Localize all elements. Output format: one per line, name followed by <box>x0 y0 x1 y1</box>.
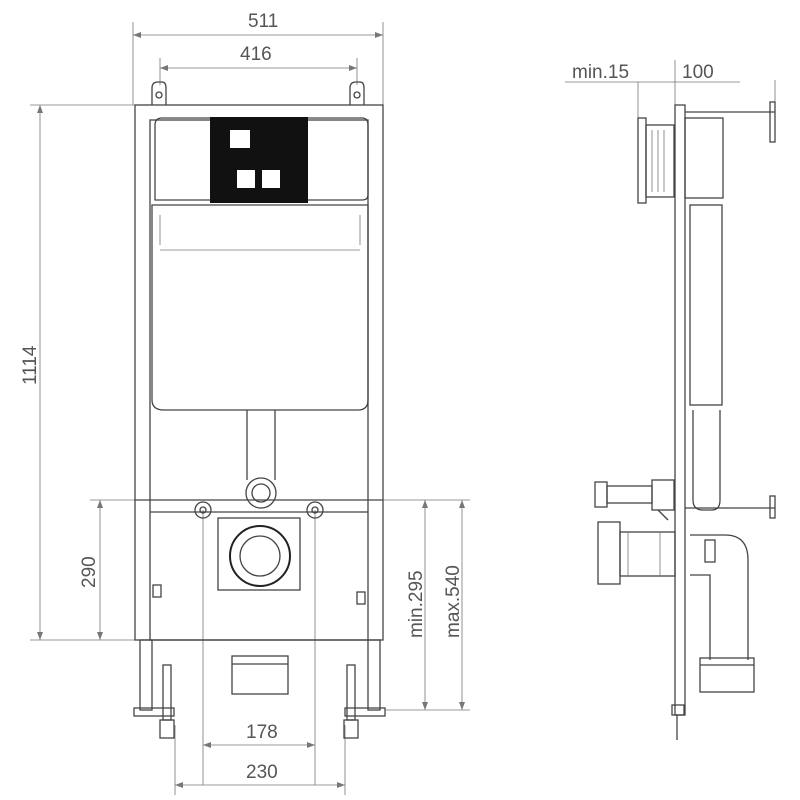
anchor-bolts <box>159 664 359 739</box>
max-drain-label: max.540 <box>443 565 464 638</box>
dim-pipe-spacing-outer: 230 <box>174 725 346 795</box>
side-drain-elbow <box>690 534 755 693</box>
side-foot <box>671 704 685 740</box>
side-flush-plate <box>637 117 675 204</box>
mounting-rail <box>194 501 324 519</box>
cistern <box>151 117 369 411</box>
drain-height-label: 290 <box>79 556 100 588</box>
side-depth-label: 100 <box>682 62 714 83</box>
dim-pipe-spacing-inner: 178 <box>202 510 316 785</box>
overall-width-label: 511 <box>248 11 278 32</box>
side-lower-connector <box>597 521 676 585</box>
side-frame-upright <box>674 101 776 716</box>
frame-inner-width-label: 416 <box>240 44 272 65</box>
min-drain-label: min.295 <box>406 570 427 638</box>
flush-pipe <box>245 410 277 509</box>
dim-overall-width: 511 <box>132 11 384 105</box>
flush-plate <box>210 117 308 203</box>
side-view: min.15 100 <box>565 60 776 740</box>
side-brackets <box>152 584 366 605</box>
hanging-hooks <box>151 81 365 105</box>
dim-frame-inner-width: 416 <box>159 44 358 85</box>
side-cistern <box>684 117 724 511</box>
dim-side: min.15 100 <box>565 60 776 120</box>
drain-connection <box>217 517 301 695</box>
side-min-label: min.15 <box>572 62 629 83</box>
pipe-spacing-outer-label: 230 <box>246 762 278 783</box>
dim-overall-height: 1114 <box>20 104 140 641</box>
overall-height-label: 1114 <box>20 345 41 385</box>
front-view: 511 416 1114 290 <box>20 11 470 795</box>
dim-max-drain: max.540 <box>443 500 465 710</box>
side-upper-connector <box>594 479 776 521</box>
dim-drain-height: 290 <box>79 499 210 640</box>
pipe-spacing-inner-label: 178 <box>246 722 278 743</box>
